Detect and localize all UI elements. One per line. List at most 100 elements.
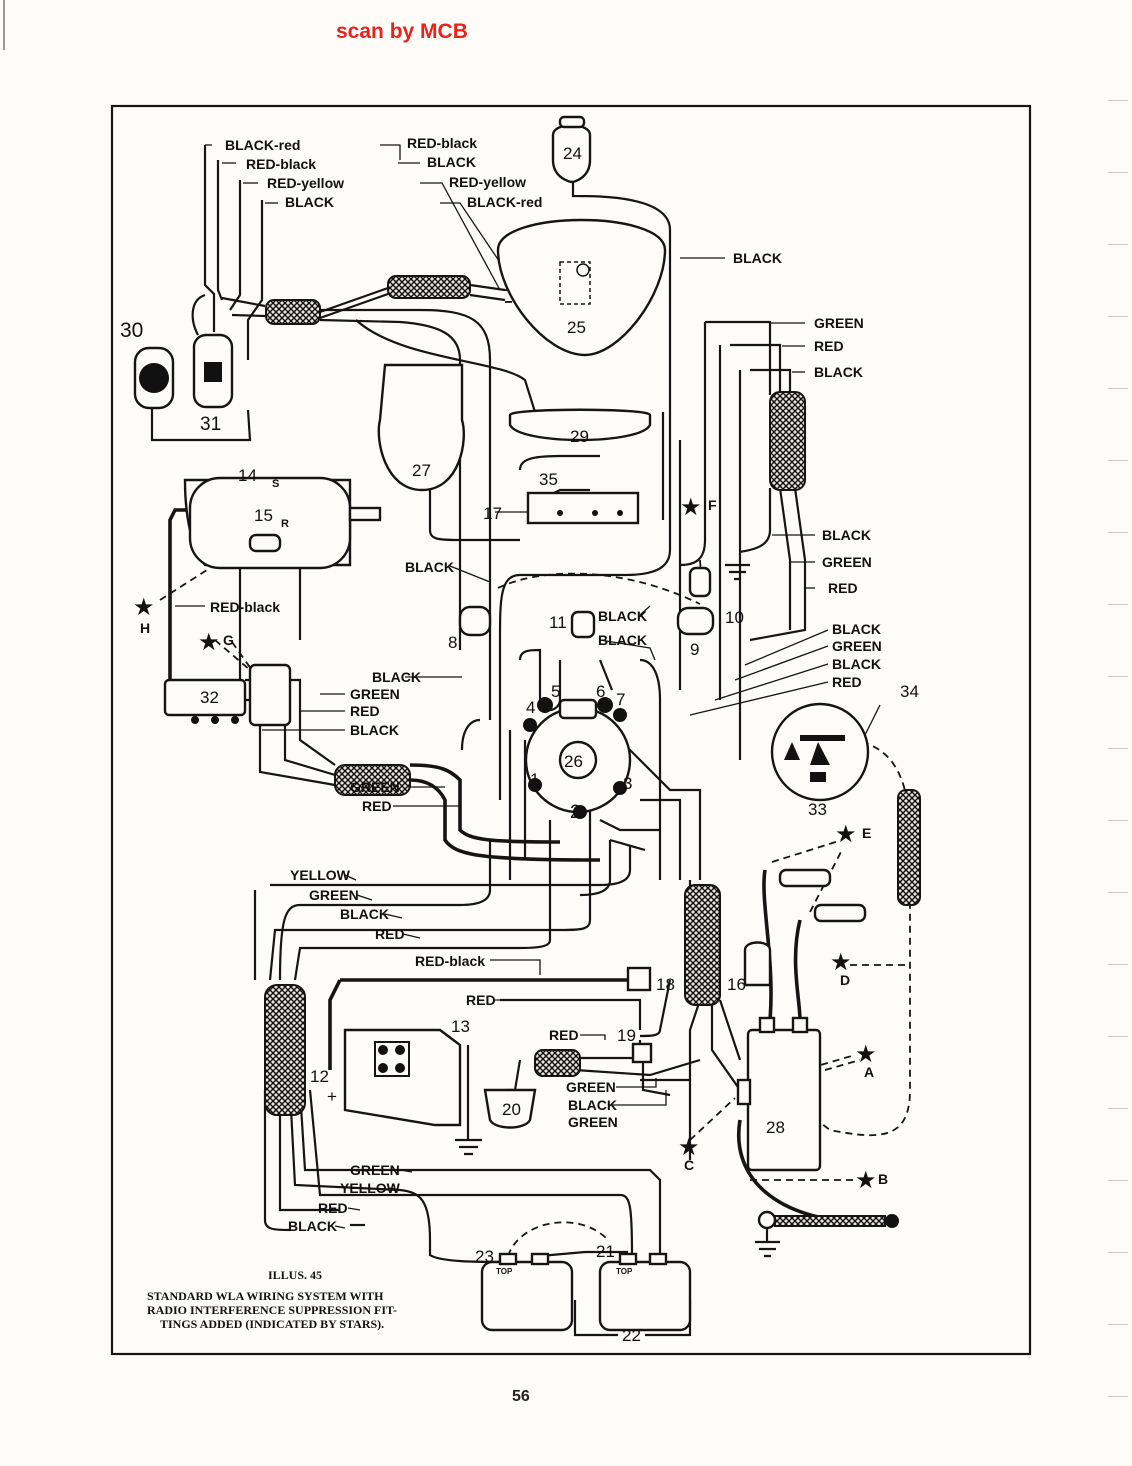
label-red: RED [375,926,405,942]
label-black-red: BLACK-red [467,194,542,210]
part-label-3: 3 [623,774,632,793]
label-green: GREEN [350,779,400,795]
margin-tick [1108,100,1128,101]
part-label-35: 35 [539,470,558,489]
star-d-icon: ★ [830,948,852,976]
margin-tick [1108,1036,1128,1037]
label-black: BLACK [288,1218,337,1234]
part-label-21: 21 [596,1242,615,1261]
part-label-19: 19 [617,1026,636,1045]
margin-tick [1108,532,1128,533]
star-h-icon: ★ [133,593,155,621]
part-label-30: 30 [120,319,143,342]
terminal-r-label: R [281,518,289,530]
part-label-34: 34 [900,682,919,701]
star-label-h: H [140,620,150,636]
part-label-24: 24 [563,144,582,163]
label-green: GREEN [309,887,359,903]
part-28-ignition-coil [746,1028,822,1172]
suppression-stars: ★ F ★ H ★ G ★ E ★ D ★ A ★ B ★ C [133,493,888,1194]
suppressor-e-lower [813,903,867,923]
label-green: GREEN [568,1114,618,1130]
margin-tick [1108,820,1128,821]
margin-tick [1108,676,1128,677]
ground-symbol [455,1138,482,1156]
label-black: BLACK [427,154,476,170]
label-green: GREEN [350,1162,400,1178]
star-a-icon: ★ [855,1040,877,1068]
page-edge-rule [3,0,5,50]
terminal-plus-label: + [327,1087,337,1106]
part-label-10: 10 [725,608,744,627]
part-27-horn [377,363,465,492]
star-label-c: C [684,1157,694,1173]
harness-loom [684,884,721,1006]
margin-tick [1108,1324,1128,1325]
part-32-regulator [163,678,247,717]
part-label-26: 26 [564,752,583,771]
label-black: BLACK [350,722,399,738]
part-10-socket [688,566,712,598]
label-yellow: YELLOW [290,867,351,883]
caption-line: STANDARD WLA WIRING SYSTEM WITH [147,1289,384,1303]
label-green: GREEN [832,638,882,654]
star-f-icon: ★ [680,493,702,521]
label-black: BLACK [598,632,647,648]
wire-harness [150,145,911,1337]
label-black: BLACK [568,1097,617,1113]
margin-tick [1108,604,1128,605]
part-label-23: 23 [475,1247,494,1266]
margin-tick [1108,172,1128,173]
label-red-yellow: RED-yellow [267,175,344,191]
star-label-a: A [864,1064,874,1080]
star-label-f: F [708,497,717,513]
part-label-29: 29 [570,427,589,446]
star-label-d: D [840,972,850,988]
part-label-15: 15 [254,506,273,525]
part-label-1: 1 [530,770,539,789]
part-11-socket [570,610,596,639]
margin-tick [1108,316,1128,317]
label-red: RED [828,580,858,596]
part-29-lamp [508,408,652,442]
margin-tick [1108,244,1128,245]
label-red-black: RED-black [210,599,280,615]
label-red-yellow: RED-yellow [449,174,526,190]
part-13-battery [343,1028,462,1127]
part-9-socket [676,606,715,636]
label-black: BLACK [598,608,647,624]
margin-tick [1108,1396,1128,1397]
star-label-e: E [862,825,871,841]
part-label-9: 9 [690,640,699,659]
label-red: RED [466,992,496,1008]
part-label-20: 20 [502,1100,521,1119]
label-black: BLACK [372,669,421,685]
caption-line: RADIO INTERFERENCE SUPPRESSION FIT- [147,1303,397,1317]
label-black: BLACK [340,906,389,922]
part-25-headlamp [496,218,667,357]
label-black: BLACK [405,559,454,575]
part-label-6: 6 [596,682,605,701]
margin-tick [1108,748,1128,749]
label-red: RED [350,703,380,719]
part-label-12: 12 [310,1067,329,1086]
label-green: GREEN [350,686,400,702]
part-label-2: 2 [570,802,581,823]
harness-loom [264,984,306,1116]
part-label-8: 8 [448,633,457,652]
part-label-17: 17 [483,504,502,523]
margin-tick [1108,1108,1128,1109]
label-black-red: BLACK-red [225,137,300,153]
harness-loom [334,764,411,796]
part-23-tail-light [480,1260,574,1332]
margin-tick [1108,388,1128,389]
part-label-31: 31 [200,414,221,435]
harness-loom [769,391,806,491]
terminal-mark-text: S R + TOP TOP [272,478,633,1276]
part-19-stop-switch [631,1042,653,1064]
part-label-7: 7 [616,690,625,709]
label-leaders [175,144,881,1229]
star-b-icon: ★ [855,1166,877,1194]
part-label-11: 11 [549,613,567,632]
part-label-32: 32 [200,688,219,707]
